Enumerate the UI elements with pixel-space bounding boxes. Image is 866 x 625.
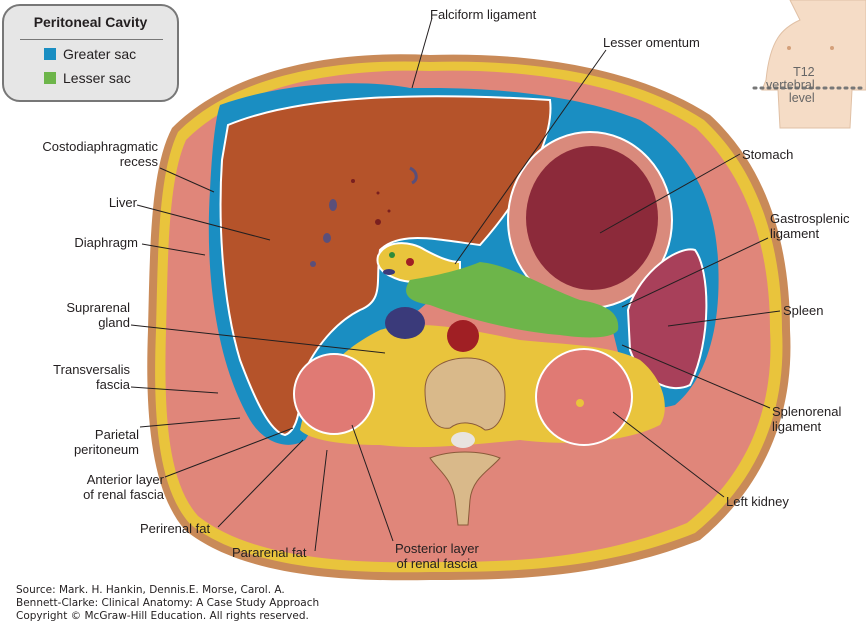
label-line: peritoneum (73, 442, 139, 457)
stomach-lumen (526, 146, 658, 290)
leader-posterior-renal-fascia (351, 424, 394, 542)
label-anterior-layer-renal-fascia: Anterior layer of renal fascia (83, 472, 164, 502)
legend-title: Peritoneal Cavity (33, 14, 148, 30)
leader-suprarenal (130, 324, 386, 354)
label-line: of renal fascia (396, 556, 478, 571)
leader-parietal (139, 417, 241, 428)
label-stomach: Stomach (742, 147, 794, 162)
label-line: Suprarenal (66, 300, 130, 315)
vertebral-body (424, 357, 506, 431)
label-line: gland (98, 315, 130, 330)
label-line: Costodiaphragmatic (42, 139, 158, 154)
leader-diaphragm (141, 243, 206, 256)
left-kidney (535, 348, 633, 446)
label-perirenal-fat: Perirenal fat (140, 521, 211, 536)
liver-vessel (409, 166, 418, 185)
leader-costodiaphragmatic (159, 167, 215, 193)
leader-stomach (599, 153, 741, 234)
label-diaphragm: Diaphragm (74, 235, 138, 250)
leader-transversalis (130, 386, 219, 394)
legend-divider (20, 39, 163, 40)
label-line: Parietal (94, 427, 139, 442)
greater-sac-swatch (44, 48, 56, 60)
portal-vessel (389, 252, 395, 258)
portal-vessel (406, 258, 414, 266)
label-line: ligament (772, 419, 822, 434)
leader-left-kidney (612, 411, 725, 498)
right-kidney (293, 353, 375, 435)
t12-line: level (788, 91, 815, 105)
label-line: recess (119, 154, 158, 169)
label-falciform-ligament: Falciform ligament (430, 7, 537, 22)
portal-triad (376, 242, 461, 284)
lesser-sac (406, 262, 619, 338)
liver-vessel (376, 191, 380, 195)
leader-gastrosplenic (621, 237, 769, 308)
lesser-sac-swatch (44, 72, 56, 84)
t12-line: T12 (793, 65, 815, 79)
label-spleen: Spleen (783, 303, 824, 318)
t12-line: vertebral (766, 78, 815, 92)
liver-vessel (310, 261, 316, 267)
leader-perirenal (217, 439, 304, 528)
label-liver: Liver (108, 195, 137, 210)
leader-pararenal (314, 449, 328, 552)
leader-splenorenal (621, 344, 771, 409)
liver-vessel (387, 209, 391, 213)
label-line: ligament (770, 226, 820, 241)
liver-vessel (351, 179, 355, 183)
label-costodiaphragmatic-recess: Costodiaphragmatic recess (42, 139, 158, 169)
t12-level-label: T12 vertebral level (766, 66, 815, 105)
legend-item-lesser-sac: Lesser sac (44, 70, 131, 86)
label-suprarenal-gland: Suprarenal gland (66, 300, 130, 330)
left-renal-vessels (576, 399, 584, 407)
label-line: of renal fascia (83, 487, 164, 502)
liver (219, 95, 552, 437)
aorta (447, 320, 479, 352)
label-splenorenal-ligament: Splenorenal ligament (772, 404, 841, 434)
label-line: Anterior layer (86, 472, 164, 487)
vertebral-arch (429, 451, 501, 526)
label-line: Gastrosplenic (770, 211, 850, 226)
liver-vessel (375, 219, 381, 225)
legend-item-greater-sac: Greater sac (44, 46, 136, 62)
label-line: Transversalis (53, 362, 130, 377)
spinal-cord (451, 432, 475, 448)
label-left-kidney: Left kidney (726, 494, 789, 509)
legend-box: Peritoneal Cavity Greater sac Lesser sac (2, 4, 179, 102)
credit-line: Source: Mark. H. Hankin, Dennis.E. Morse… (16, 584, 285, 596)
label-line: fascia (96, 377, 130, 392)
credit-line: Bennett-Clarke: Clinical Anatomy: A Case… (16, 597, 320, 609)
label-line: Posterior layer (395, 541, 479, 556)
leader-lines (130, 17, 781, 552)
label-posterior-layer-renal-fascia: Posterior layer of renal fascia (395, 541, 479, 571)
leader-lesser-omentum (454, 49, 607, 265)
liver-vessel (323, 233, 331, 243)
legend-label: Lesser sac (63, 70, 131, 86)
legend-label: Greater sac (63, 46, 137, 62)
label-lesser-omentum: Lesser omentum (603, 35, 700, 50)
leader-liver (136, 204, 271, 241)
label-pararenal-fat: Pararenal fat (232, 545, 307, 560)
portal-vessel (383, 269, 395, 275)
leader-anterior-renal-fascia (164, 427, 294, 478)
inferior-vena-cava (385, 307, 425, 339)
label-parietal-peritoneum: Parietal peritoneum (74, 427, 139, 457)
liver-vessel (329, 199, 337, 211)
leader-falciform (411, 17, 433, 89)
credit-line: Copyright © McGraw-Hill Education. All r… (16, 610, 309, 622)
label-line: Splenorenal (772, 404, 842, 419)
label-transversalis-fascia: Transversalis fascia (53, 362, 130, 392)
leader-spleen (667, 310, 781, 327)
label-gastrosplenic-ligament: Gastrosplenic ligament (770, 211, 849, 241)
torso-inset (761, 0, 866, 129)
source-credit: Source: Mark. H. Hankin, Dennis.E. Morse… (16, 584, 319, 623)
